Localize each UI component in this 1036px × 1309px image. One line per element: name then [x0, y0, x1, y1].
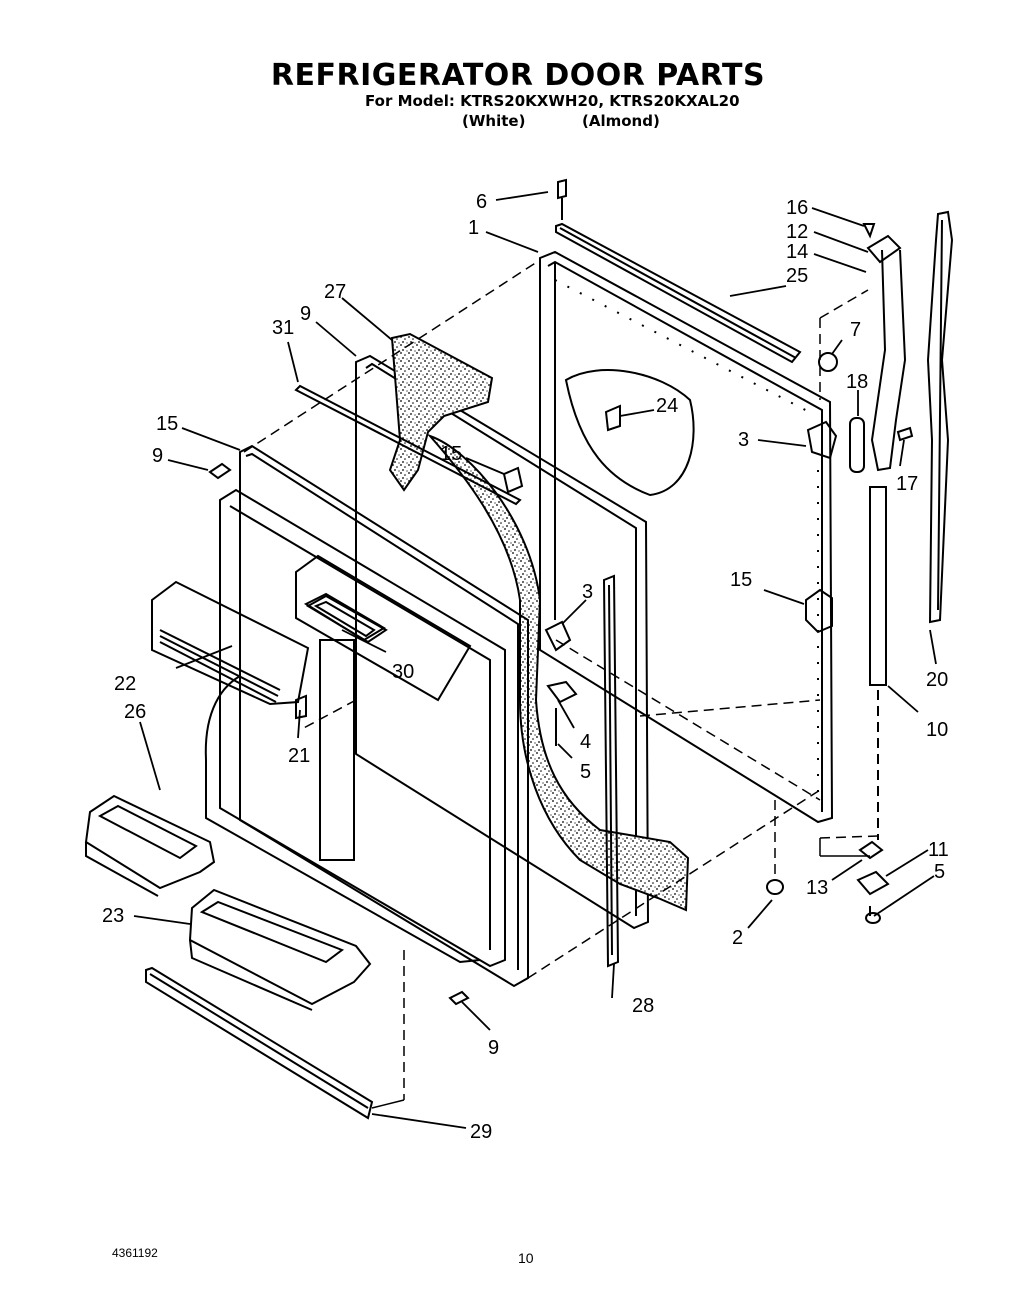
door-bin-large	[188, 888, 372, 1011]
callout-10: 10	[926, 719, 948, 741]
callout-14: 14	[786, 241, 808, 263]
solid-leaders	[371, 838, 870, 1109]
callout-6: 6	[476, 191, 487, 213]
callout-5-right: 5	[934, 861, 945, 883]
callout-22: 22	[114, 673, 136, 695]
door-bin-small	[84, 794, 216, 897]
callout-19: 15	[156, 413, 178, 435]
screws	[208, 178, 914, 1006]
document-number: 4361192	[112, 1246, 158, 1260]
callout-7: 7	[850, 319, 861, 341]
callout-27: 27	[324, 281, 346, 303]
vertical-strip	[926, 210, 954, 624]
thin-strip	[294, 384, 522, 506]
callout-20: 20	[926, 669, 948, 691]
variant-almond: (Almond)	[582, 112, 660, 130]
callout-25: 25	[786, 265, 808, 287]
page-title: REFRIGERATOR DOOR PARTS	[270, 58, 766, 93]
callout-15: 15	[440, 443, 462, 465]
insulation	[388, 332, 494, 492]
callout-labels: 6 1 27 9 31 15 9 15 25 24 16 12 14 7 18 …	[102, 191, 949, 1143]
dairy-door	[151, 580, 310, 706]
callout-9-bottom: 9	[488, 1037, 499, 1059]
callout-30: 30	[392, 661, 414, 683]
assembly-leaders	[243, 259, 879, 1100]
callout-3-top: 3	[738, 429, 749, 451]
callout-15-right: 15	[730, 569, 752, 591]
callout-arrows	[133, 191, 937, 1129]
callout-2: 2	[732, 927, 743, 949]
callout-9: 9	[152, 445, 163, 467]
callout-1: 1	[468, 217, 479, 239]
callout-12: 12	[786, 221, 808, 243]
callout-26: 26	[124, 701, 146, 723]
top-trim	[555, 222, 802, 364]
variant-white: (White)	[462, 112, 526, 130]
page-number: 10	[518, 1250, 534, 1266]
callout-8: 9	[300, 303, 311, 325]
callout-31: 31	[272, 317, 294, 339]
callout-11: 11	[928, 839, 949, 861]
callout-23: 23	[102, 905, 124, 927]
callout-29: 29	[470, 1121, 492, 1143]
callout-28: 28	[632, 995, 654, 1017]
handle-strip	[602, 574, 620, 968]
callout-5-center: 5	[580, 761, 591, 783]
callout-17: 17	[896, 473, 918, 495]
callout-24: 24	[656, 395, 678, 417]
callout-13: 13	[806, 877, 828, 899]
door-gasket	[355, 354, 650, 930]
callout-21: 21	[288, 745, 310, 767]
insulation-edge	[426, 433, 690, 912]
hinge-hardware	[766, 234, 907, 924]
butter-dish	[306, 594, 388, 644]
bottom-trim-strip	[145, 966, 374, 1120]
model-subtitle: For Model: KTRS20KXWH20, KTRS20KXAL20	[365, 92, 740, 110]
callout-16: 16	[786, 197, 808, 219]
callout-4: 4	[580, 731, 591, 753]
center-shelf	[295, 554, 472, 861]
door-outer-panel	[539, 250, 834, 824]
callout-18: 18	[846, 371, 868, 393]
callout-3-center: 3	[582, 581, 593, 603]
center-bracket	[544, 620, 578, 746]
